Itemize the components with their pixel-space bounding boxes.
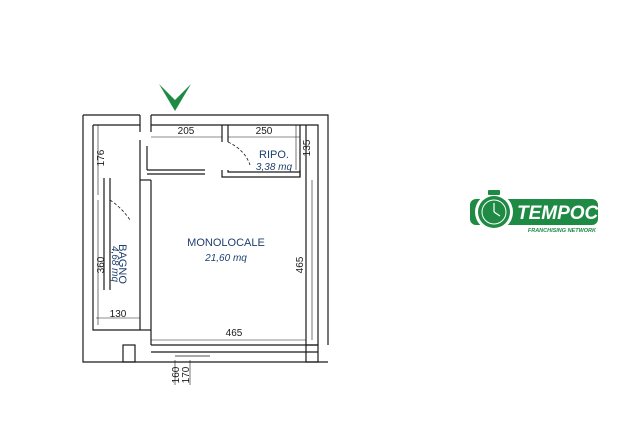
logo-tagline: FRANCHISING NETWORK: [528, 228, 597, 234]
dimension-lines: [96, 125, 313, 385]
dim-ripo-height: 135: [302, 139, 313, 156]
fixture: [146, 146, 205, 175]
dim-door-a: 160: [171, 366, 182, 383]
dim-door-b: 170: [181, 366, 192, 383]
window-bottom: [175, 351, 210, 357]
room-area-bagno: 4,68 mq: [109, 246, 120, 283]
room-name-bagno: BAGNO: [116, 244, 128, 284]
door-swings: [109, 141, 251, 221]
room-name-monolocale: MONOLOCALE: [187, 237, 265, 249]
dim-top-right: 250: [256, 126, 273, 137]
logo-name: TEMPOCASA: [517, 203, 638, 224]
dim-top-left: 205: [178, 126, 195, 137]
walls: [82, 114, 329, 363]
dim-main-height: 465: [295, 256, 306, 273]
room-area-ripo: 3,38 mq: [256, 162, 293, 173]
north-arrow-icon: [159, 84, 191, 111]
dim-bagno-upper: 176: [96, 149, 107, 166]
dim-bagno-width: 130: [110, 309, 127, 320]
room-name-ripo: RIPO.: [259, 149, 289, 161]
dim-bagno-height: 360: [96, 256, 107, 273]
room-area-monolocale: 21,60 mq: [204, 253, 247, 264]
tempocasa-logo: TEMPOCASA FRANCHISING NETWORK: [470, 190, 638, 234]
dim-main-width: 465: [226, 328, 243, 339]
